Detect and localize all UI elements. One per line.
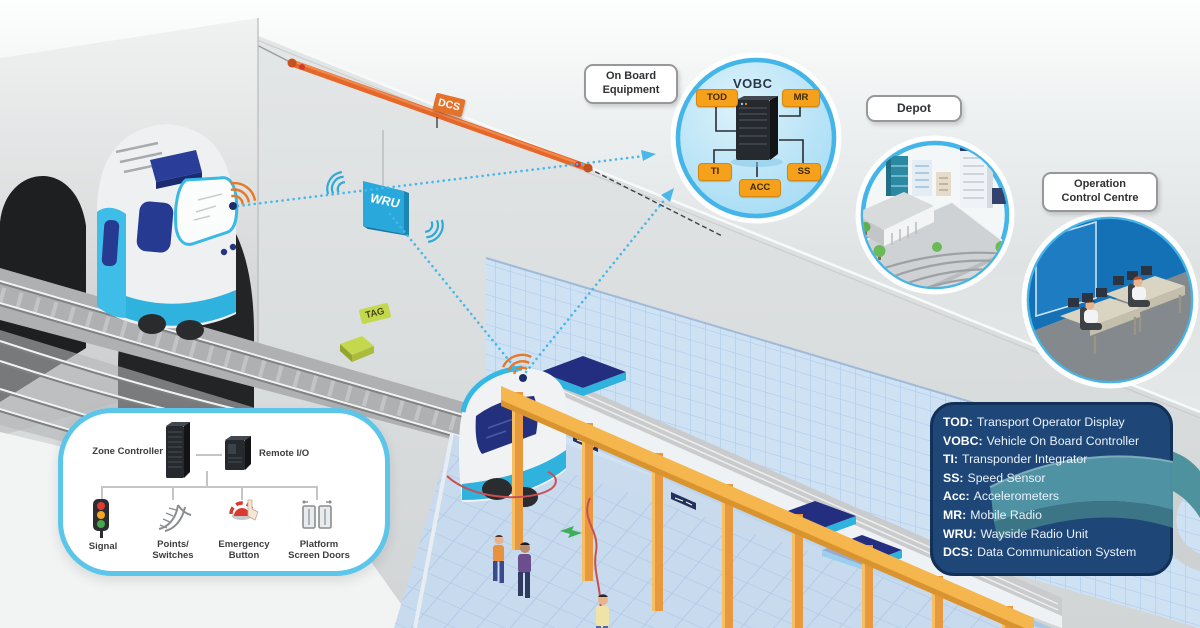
callout-on-board-equipment: On Board Equipment: [584, 64, 678, 104]
arrow-from-train-icon: [661, 188, 674, 202]
connector-line: [101, 486, 103, 500]
connector-line: [206, 471, 208, 486]
legend-item: TOD:Transport Operator Display: [943, 415, 1125, 429]
legend-item: DCS:Data Communication System: [943, 545, 1137, 560]
vobc-node-ti: TI: [698, 163, 732, 181]
occ-circle: [1021, 211, 1199, 389]
passengers: [493, 535, 609, 628]
zone-controller-server-icon: [166, 422, 190, 478]
platform-screen-doors: [501, 386, 1034, 628]
wru-wifi-right-icon: [424, 219, 444, 244]
zone-controller-panel: Zone Controller Remote I/O: [58, 408, 390, 576]
legend-item: TI:Transponder Integrator: [943, 452, 1088, 467]
connector-bus: [102, 486, 318, 488]
remote-io-icon: [225, 436, 251, 470]
platform-screen-doors-icon: [302, 500, 332, 529]
tag-transponder: [340, 336, 374, 362]
emergency-button-icon: [229, 499, 259, 521]
vobc-node-tod: TOD: [696, 89, 738, 107]
comms-links: [236, 154, 668, 376]
wru-wifi-left-icon: [326, 170, 346, 195]
legend-item: Acc:Accelerometers: [943, 489, 1060, 504]
legend-list: TOD:Transport Operator Display VOBC:Vehi…: [943, 413, 1165, 562]
callout-line: Control Centre: [1061, 191, 1139, 204]
vobc-node-mr: MR: [782, 89, 820, 107]
callout-operation-control-centre: Operation Control Centre: [1042, 172, 1158, 212]
legend-item: VOBC:Vehicle On Board Controller: [943, 433, 1140, 448]
remote-io-label: Remote I/O: [259, 448, 310, 459]
platform-edge: [413, 433, 454, 628]
passenger-1: [493, 535, 504, 583]
arrow-to-obe-icon: [641, 150, 656, 161]
vobc-node-ss: SS: [787, 163, 821, 181]
tunnel-train: [97, 124, 239, 340]
train1-wifi-icon: [229, 181, 257, 210]
vobc-node-acc: ACC: [739, 179, 781, 197]
occ-operators: [1080, 276, 1150, 330]
callout-line: Operation: [1074, 178, 1126, 190]
legend-item: MR:Mobile Radio: [943, 507, 1043, 522]
connector-line: [241, 486, 243, 500]
callout-depot: Depot: [866, 95, 962, 122]
train2-wifi-icon: [501, 353, 532, 382]
floor-arrow: [560, 526, 582, 538]
signal-label: Signal: [88, 541, 118, 552]
signal-icon: [93, 499, 109, 538]
wru-device: [326, 170, 444, 244]
vobc-title: VOBC: [733, 76, 773, 91]
passenger-2: [518, 542, 531, 598]
zone-controller-label: Zone Controller: [92, 446, 163, 457]
callout-line: On Board: [605, 70, 657, 82]
connector-line: [172, 486, 174, 500]
callout-line: Depot: [897, 101, 931, 115]
occ-scene: [1029, 219, 1191, 381]
dcs-cable: [246, 39, 723, 237]
depot-buildings: [886, 147, 1006, 208]
legend-item: SS:Speed Sensor: [943, 470, 1046, 485]
connector-line: [316, 486, 318, 500]
legend-item: WRU:Wayside Radio Unit: [943, 526, 1088, 541]
passenger-3: [596, 594, 609, 628]
callout-line: Equipment: [602, 83, 660, 96]
points-switches-label: Points/Switches: [152, 539, 194, 562]
vobc-server-icon: [731, 96, 783, 167]
points-switches-icon: [158, 504, 192, 532]
connector-line: [196, 454, 222, 456]
